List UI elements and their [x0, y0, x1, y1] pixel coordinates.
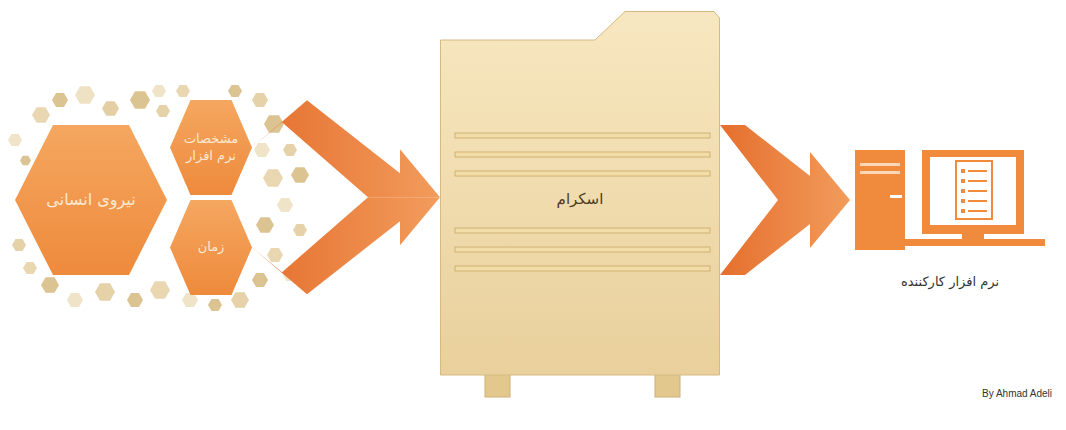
list-bullet [961, 179, 965, 183]
decor-hexagon [150, 281, 170, 298]
process-document: اسکرام [440, 10, 720, 400]
input-hexagon: مشخصات نرم افزار [170, 100, 252, 195]
decor-hexagon [277, 198, 293, 212]
document-line [455, 266, 710, 271]
list-line [968, 190, 987, 192]
monitor-stand [962, 234, 984, 239]
hexagon-label-box: زمان [170, 200, 252, 295]
decor-hexagon [283, 144, 297, 156]
tower-slot [860, 171, 900, 174]
flow-arrow [720, 125, 850, 275]
list-bullet [961, 189, 965, 193]
decor-hexagon [283, 269, 297, 281]
decor-hexagon [228, 85, 242, 97]
hexagon-label-box: نیروی انسانی [15, 125, 167, 275]
document-foot [655, 372, 680, 397]
decor-hexagons [8, 85, 309, 311]
list-line [968, 210, 987, 212]
computer-tower [855, 150, 905, 250]
decor-hexagon [102, 101, 119, 116]
document-line [455, 133, 710, 138]
hexagon-label-box: مشخصات نرم افزار [170, 100, 252, 195]
document-foot [485, 372, 510, 397]
document-line [455, 152, 710, 157]
hexagon-label: زمان [198, 239, 225, 255]
decor-hexagon [20, 156, 31, 166]
decor-hexagon [291, 167, 309, 183]
decor-hexagon [95, 283, 115, 300]
document-body [441, 12, 720, 376]
decor-hexagon [75, 86, 95, 103]
decor-hexagon [254, 143, 270, 157]
tower-button [890, 195, 902, 198]
keyboard [905, 239, 1045, 246]
decor-hexagon [263, 169, 283, 186]
flow-arrow [252, 197, 440, 294]
monitor-frame [922, 150, 1024, 234]
list-bullet [961, 209, 965, 213]
decor-hexagon [152, 85, 166, 97]
decor-hexagon [267, 248, 283, 262]
decor-hexagon [8, 134, 22, 146]
flow-arrow [252, 100, 440, 197]
decor-hexagon [182, 293, 198, 307]
decor-hexagon [130, 91, 150, 108]
monitor-screen [930, 157, 1016, 225]
decor-hexagon [127, 293, 143, 307]
decor-hexagon [256, 217, 274, 233]
decor-hexagon [41, 277, 59, 293]
list-line [968, 200, 987, 202]
decor-hexagon [32, 107, 50, 123]
hexagon-fill [170, 100, 252, 195]
input-hexagon: زمان [170, 200, 252, 295]
decor-hexagon [156, 105, 170, 117]
decor-hexagon [67, 293, 83, 307]
decor-hexagon [252, 93, 268, 107]
decor-hexagon [231, 292, 249, 308]
output-label: نرم افزار کارکننده [850, 274, 1050, 289]
decor-hexagon [293, 224, 307, 236]
decor-hexagon [252, 273, 268, 287]
author-credit: By Ahmad Adeli [982, 388, 1052, 399]
hexagon-fill [15, 125, 167, 275]
hexagon-label: نیروی انسانی [46, 190, 135, 210]
list-line [968, 180, 987, 182]
decor-hexagon [23, 262, 37, 274]
list-bullet [961, 169, 965, 173]
decor-hexagon [12, 239, 26, 251]
screen-document [956, 161, 992, 219]
output-computer: نرم افزار کارکننده [850, 145, 1050, 300]
decor-hexagon [208, 299, 222, 311]
tower-slot [860, 163, 900, 166]
decor-hexagon [52, 93, 68, 107]
decor-hexagon [264, 115, 284, 132]
process-label: اسکرام [440, 190, 720, 208]
list-line [968, 170, 987, 172]
document-line [455, 171, 710, 176]
hexagon-label: مشخصات نرم افزار [178, 131, 244, 164]
list-bullet [961, 199, 965, 203]
input-hexagon: نیروی انسانی [15, 125, 167, 275]
document-line [455, 247, 710, 252]
hexagon-fill [170, 200, 252, 295]
document-line [455, 228, 710, 233]
decor-hexagon [176, 85, 190, 97]
